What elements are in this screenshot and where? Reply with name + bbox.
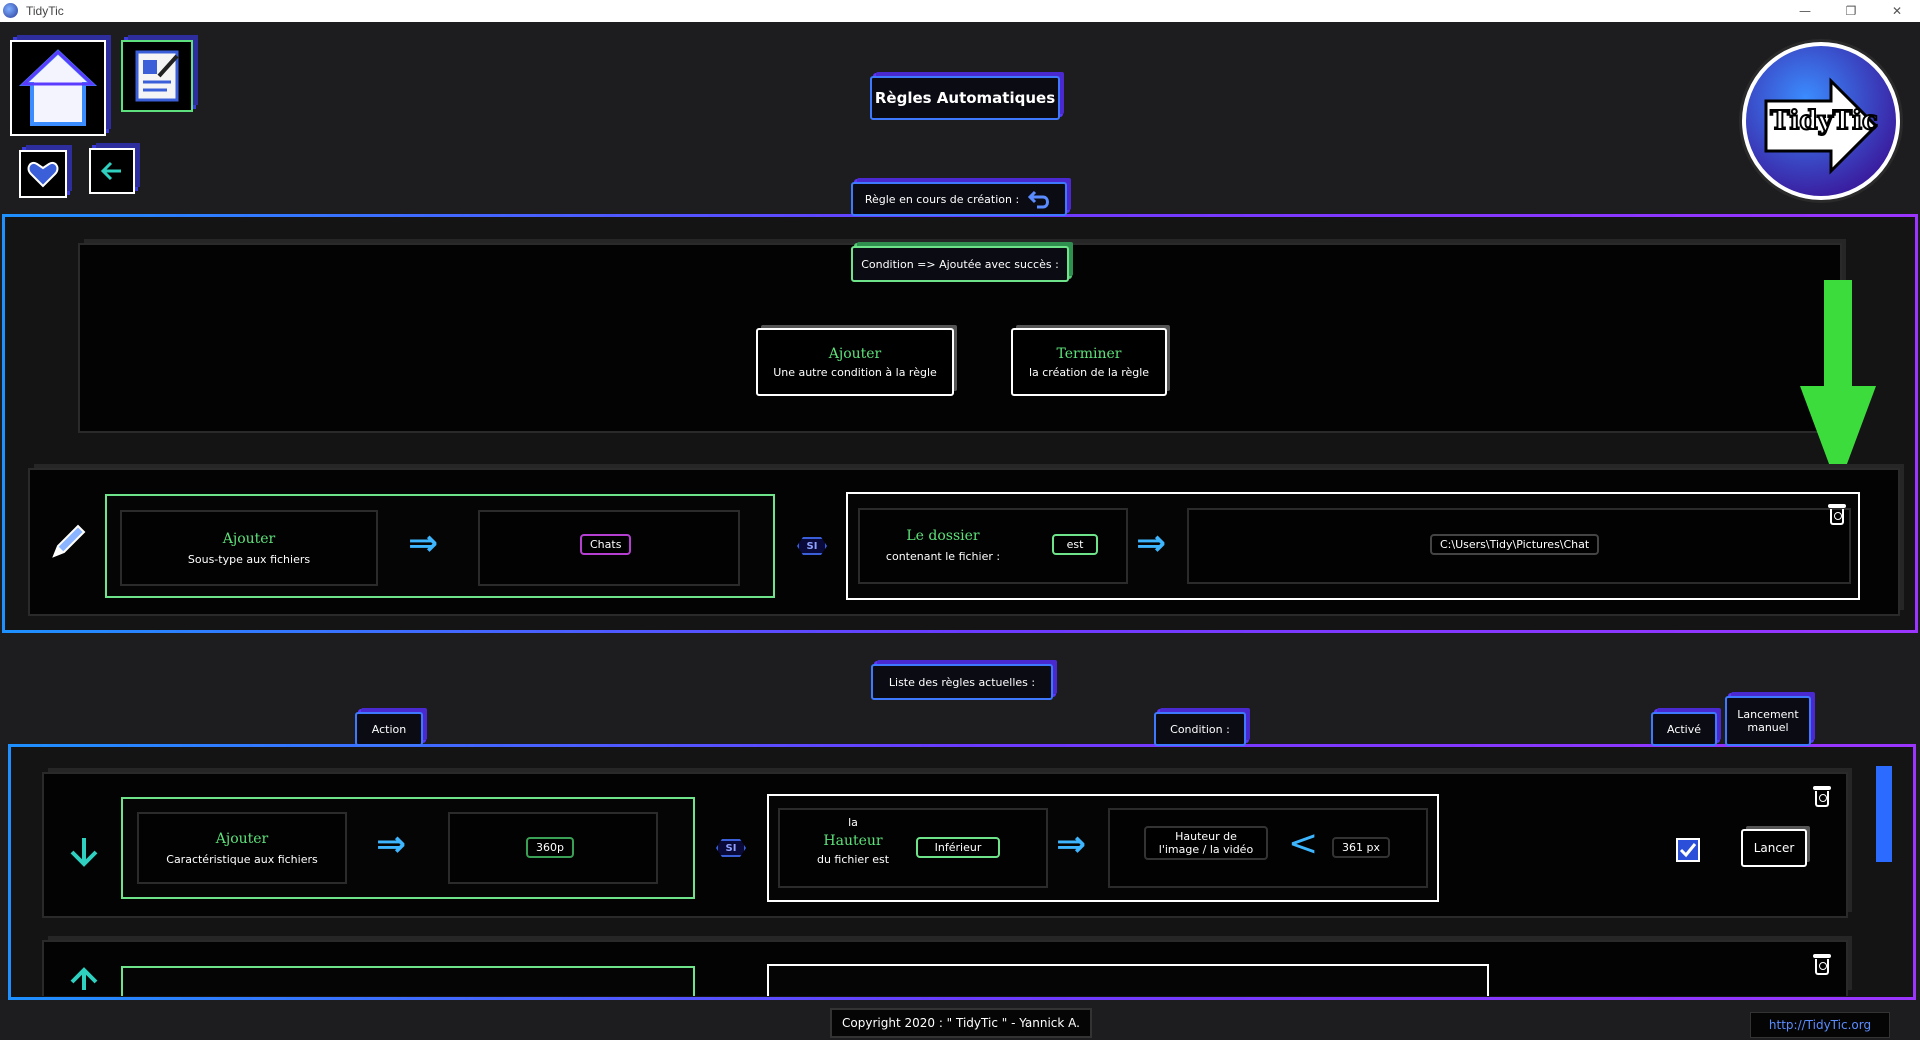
rule-condition-field: Hauteur de l'image / la vidéo [1144, 826, 1268, 860]
scrollbar-thumb[interactable] [1876, 766, 1892, 862]
arrow-down-icon[interactable] [66, 834, 102, 870]
si-badge: SI [716, 839, 746, 857]
trash-icon[interactable] [1811, 952, 1833, 978]
heart-icon [27, 162, 59, 188]
pencil-icon[interactable] [48, 522, 88, 562]
checkmark-icon [1679, 843, 1697, 858]
rule-condition-post: du fichier est [816, 853, 890, 866]
rule-condition-value: 361 px [1332, 837, 1390, 858]
list-section-label: Liste des règles actuelles : [871, 664, 1053, 700]
rule-condition-title: Hauteur [823, 833, 883, 849]
right-arrow-icon: ⇒ [408, 523, 439, 564]
current-action-title: Ajouter [222, 530, 276, 547]
current-condition-text: Le dossier contenant le fichier : [868, 528, 1018, 563]
column-header-active: Activé [1651, 712, 1717, 746]
current-condition-subtitle: contenant le fichier : [885, 550, 1001, 563]
edit-rules-button[interactable] [121, 40, 193, 112]
launch-button[interactable]: Lancer [1741, 829, 1807, 867]
less-than-icon: < [1288, 823, 1319, 864]
current-condition-title: Le dossier [906, 528, 980, 544]
current-action-subtitle: Sous-type aux fichiers [187, 552, 311, 566]
home-icon [18, 49, 98, 126]
active-checkbox[interactable] [1676, 838, 1700, 862]
logo-arrow-icon [1764, 77, 1879, 175]
current-condition-operator[interactable]: est [1052, 534, 1098, 555]
current-action-cell[interactable]: Ajouter Sous-type aux fichiers [120, 510, 378, 586]
rule-action-cell[interactable]: Ajouter Caractéristique aux fichiers [137, 812, 347, 884]
copyright: Copyright 2020 : " TidyTic " - Yannick A… [830, 1008, 1092, 1038]
rule-condition-box [767, 964, 1489, 996]
trash-icon[interactable] [1811, 784, 1833, 810]
add-condition-title: Ajouter [828, 345, 882, 362]
right-arrow-icon: ⇒ [1136, 523, 1167, 564]
back-button[interactable] [89, 148, 135, 194]
add-condition-subtitle: Une autre condition à la règle [773, 365, 937, 379]
rule-action-value: 360p [526, 837, 574, 858]
green-down-arrow-icon [1800, 280, 1876, 488]
logo-text: TidyTic [1769, 105, 1879, 137]
current-condition-value: C:\Users\Tidy\Pictures\Chat [1430, 534, 1600, 555]
favorites-button[interactable] [19, 150, 67, 198]
close-button[interactable]: ✕ [1891, 4, 1903, 18]
status-label: Condition => Ajoutée avec succès : [851, 246, 1069, 282]
right-arrow-icon: ⇒ [376, 824, 407, 865]
website-link[interactable]: http://TidyTic.org [1750, 1012, 1890, 1038]
undo-icon[interactable] [1027, 188, 1053, 210]
column-header-manual: Lancement manuel [1725, 696, 1811, 746]
trash-icon[interactable] [1826, 502, 1848, 528]
page-title: Règles Automatiques [870, 76, 1060, 120]
restore-button[interactable]: ❐ [1845, 4, 1857, 18]
rule-condition-pre: la [848, 816, 858, 829]
column-header-action: Action [355, 712, 423, 746]
creation-section-label: Règle en cours de création : [851, 182, 1067, 216]
right-arrow-icon: ⇒ [1056, 824, 1087, 865]
rule-action-title: Ajouter [215, 830, 269, 847]
document-edit-icon [135, 50, 179, 102]
arrow-left-icon [100, 161, 121, 181]
window-title: TidyTic [26, 4, 64, 18]
minimize-button[interactable]: — [1799, 4, 1811, 18]
current-action-value: Chats [580, 534, 632, 555]
rule-condition-operator[interactable]: Inférieur [916, 837, 1000, 858]
app-icon [3, 3, 18, 18]
finish-rule-subtitle: la création de la règle [1028, 365, 1150, 379]
finish-rule-title: Terminer [1056, 345, 1122, 362]
window-titlebar: TidyTic — ❐ ✕ [0, 0, 1920, 22]
rule-action-subtitle: Caractéristique aux fichiers [166, 852, 318, 866]
add-condition-button[interactable]: Ajouter Une autre condition à la règle [756, 328, 954, 396]
creation-section-text: Règle en cours de création : [864, 192, 1020, 206]
tidytic-logo: TidyTic [1742, 42, 1900, 200]
rule-action-box [121, 966, 695, 996]
column-header-condition: Condition : [1154, 712, 1246, 746]
rule-condition-cell[interactable] [778, 808, 1048, 888]
arrow-up-icon[interactable] [66, 964, 102, 990]
home-button[interactable] [10, 40, 106, 136]
finish-rule-button[interactable]: Terminer la création de la règle [1011, 328, 1167, 396]
rule-condition-text: la Hauteur du fichier est [790, 816, 916, 866]
si-badge: SI [797, 537, 827, 555]
